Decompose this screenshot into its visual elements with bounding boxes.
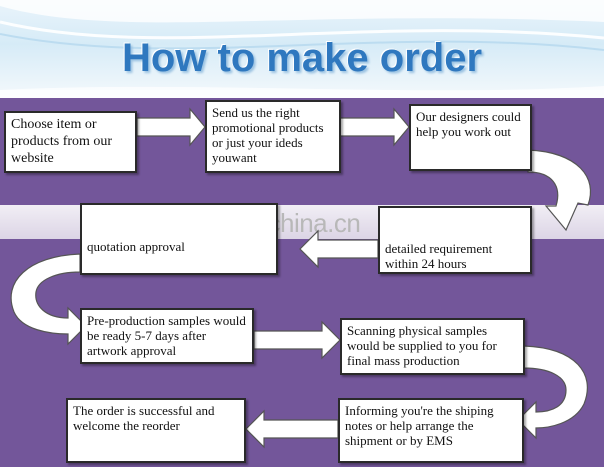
curve-arrow-right-1: [527, 149, 592, 232]
header-banner: How to make order: [0, 0, 604, 98]
arrow-right-1: [136, 107, 206, 147]
curve-arrow-right-2: [517, 345, 588, 440]
wave-decoration: [0, 0, 604, 98]
step-informing-shipping: Informing you're the shiping notes or he…: [338, 398, 524, 463]
arrow-right-2: [339, 107, 410, 147]
step-send-products: Send us the right promotional products o…: [205, 100, 341, 173]
curve-arrow-left-1: [10, 253, 87, 346]
arrow-right-3: [253, 320, 341, 360]
step-pre-production: Pre-production samples would be ready 5-…: [80, 308, 254, 364]
page-title: How to make order: [121, 36, 483, 80]
step-designers: Our designers could help you work out: [409, 104, 532, 171]
arrow-left-1: [299, 229, 379, 269]
step-quotation-approval: quotation approval: [80, 203, 278, 275]
step-choose-item: Choose item or products from our website: [4, 111, 137, 173]
step-detailed-requirement: detailed requirement within 24 hours: [378, 206, 532, 274]
arrow-left-2: [245, 409, 339, 449]
step-order-successful: The order is successful and welcome the …: [66, 398, 246, 463]
step-scanning-samples: Scanning physical samples would be suppl…: [340, 318, 525, 375]
